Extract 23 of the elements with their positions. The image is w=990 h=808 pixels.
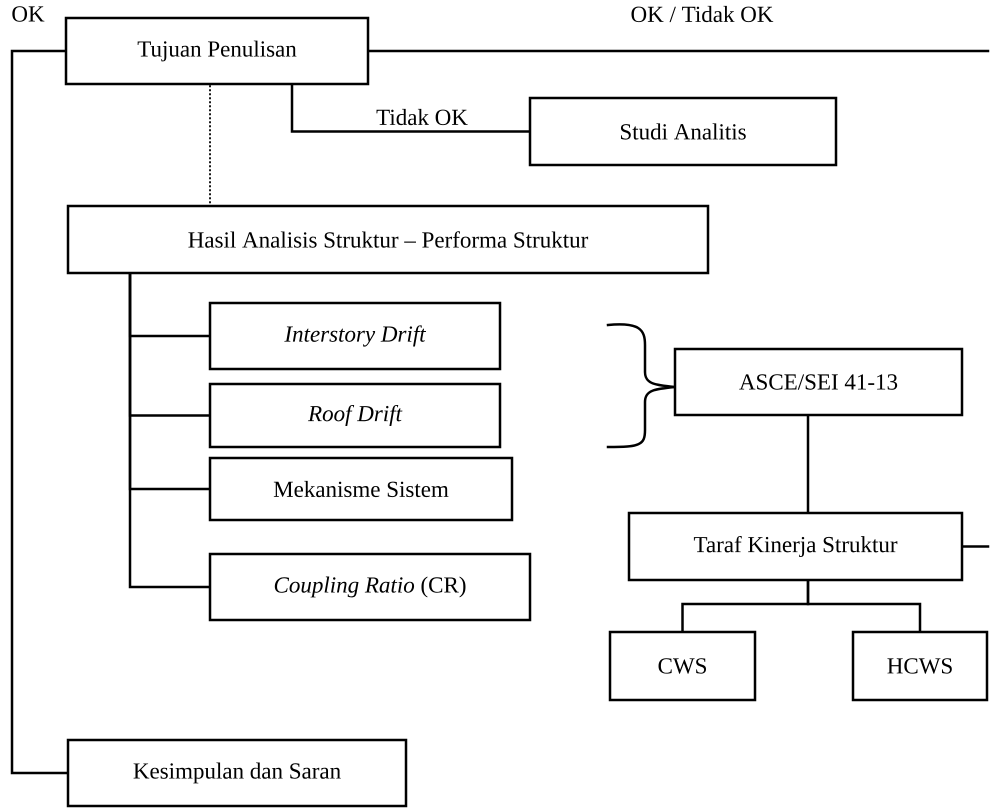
process-box: HCWS — [852, 630, 988, 702]
dotted-line — [209, 85, 211, 205]
process-box: Mekanisme Sistem — [208, 456, 514, 522]
process-box: Studi Analitis — [528, 96, 838, 166]
connector-line — [806, 580, 922, 632]
connector-line — [10, 50, 68, 774]
standard-box: ASCE/SEI 41-13 — [674, 348, 964, 416]
process-box: Coupling Ratio (CR) — [208, 552, 532, 622]
process-box: Kesimpulan dan Saran — [66, 738, 408, 808]
process-box: Roof Drift — [208, 382, 502, 448]
process-box: Hasil Analisis Struktur – Performa Struktur — [66, 204, 710, 274]
connector-line — [368, 50, 990, 52]
connector-line — [290, 84, 530, 133]
process-box: Interstory Drift — [208, 302, 502, 370]
connector-line — [962, 545, 990, 548]
connector-line — [128, 273, 210, 588]
process-box: Tujuan Penulisan — [64, 16, 370, 86]
edge-label: Tidak OK — [376, 108, 468, 126]
edge-label: OK — [12, 6, 44, 22]
edge-label: OK / Tidak OK — [632, 6, 774, 22]
connector-line — [806, 415, 810, 513]
process-box: Taraf Kinerja Struktur — [628, 512, 964, 582]
process-box: CWS — [608, 630, 756, 702]
